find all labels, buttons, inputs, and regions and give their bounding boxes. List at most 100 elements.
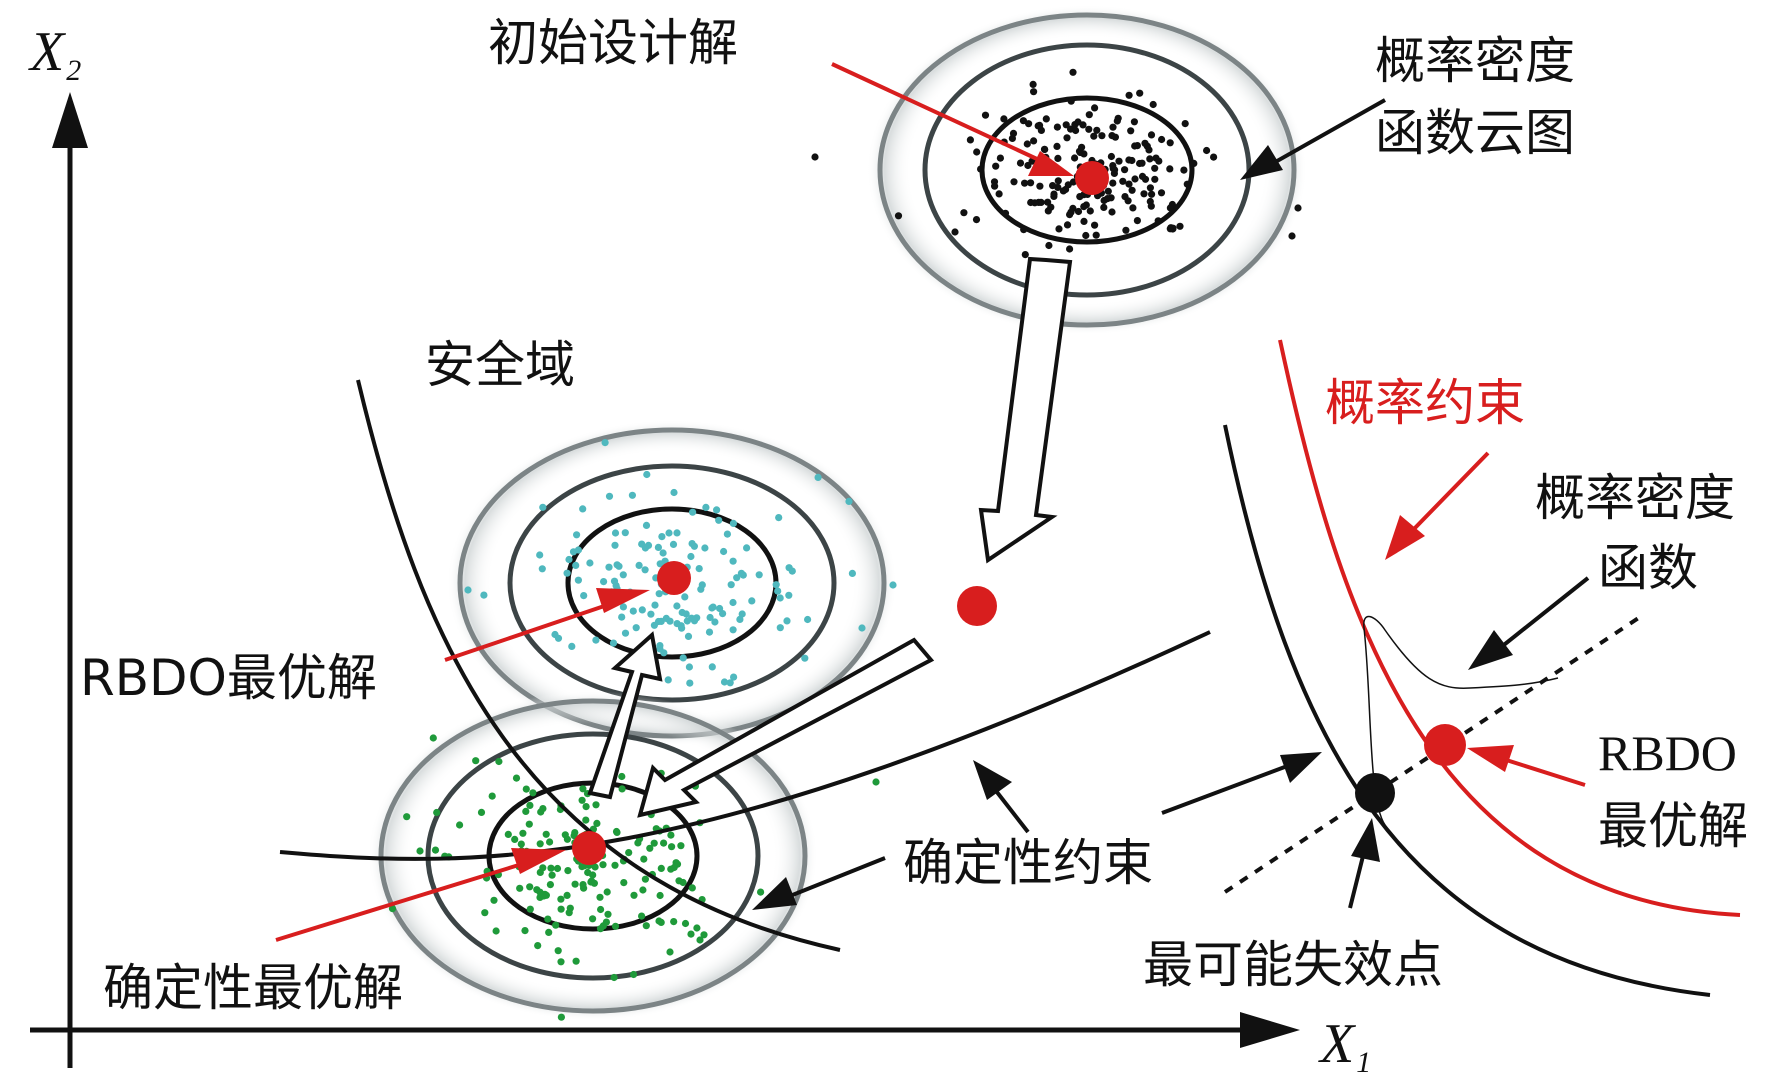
sample-dot xyxy=(727,581,735,589)
sample-dot xyxy=(641,566,649,574)
sample-dot xyxy=(526,905,534,913)
sample-dot xyxy=(660,649,668,657)
ring-outer xyxy=(877,12,1297,328)
sample-dot xyxy=(609,639,618,647)
sample-dot xyxy=(630,970,638,979)
sample-dot xyxy=(677,842,685,850)
transition-arrows xyxy=(587,256,1073,818)
sample-dot xyxy=(1030,88,1038,96)
sample-dot xyxy=(492,927,500,935)
sample-dot xyxy=(547,864,555,872)
sample-dot xyxy=(664,676,672,684)
sample-dot xyxy=(673,602,681,610)
sample-dot xyxy=(539,503,547,511)
design-points xyxy=(572,161,1466,865)
sample-dot xyxy=(599,861,607,869)
sample-dot xyxy=(720,547,728,556)
sample-dot xyxy=(1066,245,1074,253)
sample-dot xyxy=(1121,166,1129,174)
sample-dot xyxy=(872,778,880,786)
sample-dot xyxy=(589,915,597,923)
sample-dot xyxy=(713,506,721,514)
sample-dot xyxy=(579,505,587,513)
rbdo-optimum-point-right xyxy=(1424,724,1466,766)
sample-dot xyxy=(1025,120,1033,128)
sample-dot xyxy=(481,909,489,917)
sample-dot xyxy=(522,785,530,793)
sample-dot xyxy=(679,654,687,662)
sample-dot xyxy=(1108,208,1116,216)
sample-dot xyxy=(655,590,663,598)
label-mpp: 最可能失效点 xyxy=(1143,936,1443,994)
sample-dot xyxy=(814,473,822,481)
sample-dot xyxy=(678,624,686,632)
sample-dot xyxy=(1074,207,1083,216)
sample-dot xyxy=(579,785,587,793)
sample-dot xyxy=(611,922,620,930)
sample-dot xyxy=(729,598,737,607)
sample-dot xyxy=(1288,232,1296,240)
sample-dot xyxy=(1154,217,1162,225)
sample-dot xyxy=(630,891,638,899)
sample-dot xyxy=(619,603,628,611)
sample-dot xyxy=(1010,178,1018,186)
sample-dot xyxy=(687,552,695,561)
sample-dot xyxy=(1151,175,1159,183)
sample-dot xyxy=(774,587,782,595)
sample-dot xyxy=(504,830,512,839)
sample-dot xyxy=(783,617,791,625)
sample-dot xyxy=(433,808,441,817)
sample-dot xyxy=(638,606,646,614)
right-deterministic-limit-curve xyxy=(1223,424,1711,997)
sample-dot xyxy=(628,491,637,499)
sample-dot xyxy=(670,863,678,872)
sample-dot xyxy=(972,216,981,224)
sample-dot xyxy=(526,801,534,810)
pointer-rbdo-right-head xyxy=(1467,745,1514,772)
sample-dot xyxy=(811,153,819,161)
sample-dot xyxy=(639,886,647,894)
sample-dot xyxy=(600,578,608,586)
sample-dot xyxy=(534,942,542,950)
intermediate-point xyxy=(957,586,997,626)
sample-dot xyxy=(1155,157,1163,165)
sample-dot xyxy=(960,209,968,217)
sample-dot xyxy=(1085,111,1093,119)
pointer-pdf-cloud xyxy=(1269,98,1386,167)
sample-dot xyxy=(1176,222,1184,230)
sample-dot xyxy=(632,624,640,632)
sample-dot xyxy=(1091,104,1099,112)
sample-dot xyxy=(642,521,651,530)
sample-dot xyxy=(621,529,629,537)
text-labels: 初始设计解 概率密度 函数云图 安全域 概率约束 概率密度 函数 RBDO最优解… xyxy=(80,14,1748,1017)
sample-dot xyxy=(683,617,691,625)
sample-dot xyxy=(634,839,642,847)
sample-dot xyxy=(650,839,658,847)
sample-dot xyxy=(472,757,480,765)
sample-dot xyxy=(643,470,651,479)
sample-dot xyxy=(1036,121,1044,129)
sample-dot xyxy=(563,569,571,577)
sample-dot xyxy=(1104,187,1112,195)
sample-dot xyxy=(1103,195,1112,203)
pointer-pdf-function-head xyxy=(1468,630,1513,670)
sample-dot xyxy=(1130,118,1138,126)
mpp-point xyxy=(1355,773,1395,813)
sample-dot xyxy=(1166,225,1174,233)
sample-dot xyxy=(488,792,496,800)
sample-dot xyxy=(638,912,646,920)
sample-dot xyxy=(589,871,597,879)
sample-dot xyxy=(635,561,643,570)
sample-dot xyxy=(642,922,650,930)
sample-dot xyxy=(611,861,619,869)
label-safe-region: 安全域 xyxy=(425,336,575,394)
sample-dot xyxy=(572,957,580,965)
sample-dot xyxy=(1111,133,1119,141)
sample-dot xyxy=(804,615,812,624)
sample-dot xyxy=(416,847,424,855)
sample-dot xyxy=(1086,207,1094,215)
sample-dot xyxy=(554,634,563,642)
sample-dot xyxy=(682,610,690,618)
sample-dot xyxy=(591,863,599,871)
